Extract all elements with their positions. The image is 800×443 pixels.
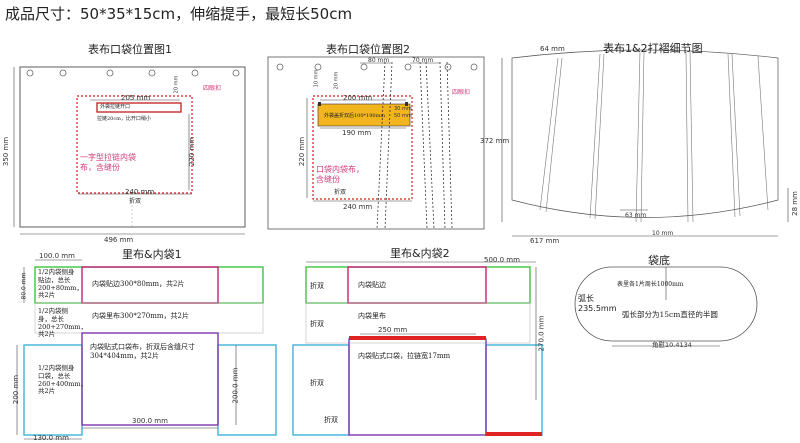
panel2-dim-side-label: 220 mm <box>298 136 307 167</box>
panel5-fold4-label: 折双 <box>324 416 338 424</box>
panel4-cyan-right <box>217 344 277 436</box>
panel2-dim-top-label: 200 mm <box>343 94 373 102</box>
panel2-dim-30-label: 30 mm <box>394 106 412 112</box>
panel4-side3-label: 1/2内袋侧身口袋，总长260+400mm，共2片 <box>38 364 88 396</box>
panel2-dim-yellow-label: 190 mm <box>342 129 372 137</box>
panel3-dim-right-label: 28 mm <box>790 191 799 216</box>
panel1-zip-note: 拉链20cm，比开口稍小 <box>97 116 151 122</box>
panel3-fan <box>511 49 779 218</box>
panel3-dim-63-label: 63 mm <box>625 212 647 219</box>
panel3-pleat-lines <box>539 51 769 223</box>
panel2-yellow-tab-l <box>318 102 321 106</box>
panel5-green-box <box>305 266 531 304</box>
panel2-dim-20-label: 20 mm <box>333 71 340 90</box>
panel5-fold1-label: 折双 <box>310 282 324 290</box>
panel1-fold-label: 折双 <box>129 198 142 205</box>
panel4-side1-label: 1/2内袋侧身贴边，总长200+80mm，共2片 <box>38 268 83 300</box>
panel4-dim-200b-label: 200.0 mm <box>231 367 240 404</box>
panel2-yellow-flap <box>317 103 411 127</box>
panel2-dim-bottom-label: 240 mm <box>343 203 373 211</box>
panel5-title: 里布&内袋2 <box>390 247 450 260</box>
panel6-title: 袋底 <box>648 254 670 267</box>
panel4-green-label: 内袋贴边300*80mm，共2片 <box>92 280 185 288</box>
panel5-mid-label: 内袋里布 <box>358 312 386 320</box>
panel2-dim-50-label: 50 mm <box>394 113 412 119</box>
panel2-holes <box>276 63 478 71</box>
panel1-title: 表布口袋位置图1 <box>88 43 172 56</box>
panel5-dim-270-label: 270.0 mm <box>537 315 546 352</box>
panel4-dim-top-label: 100.0 mm <box>39 252 75 260</box>
panel6-mid-label: 弧长部分为15cm直径的半圆 <box>622 310 718 319</box>
panel1-dim-total-label: 496 mm <box>104 236 134 244</box>
panel5-zip-bar-bottom <box>486 432 542 436</box>
panel1-dim-r-label: 20 mm <box>173 75 180 94</box>
panel2-dim-70-label: 70 mm <box>412 57 434 64</box>
panel1-zip-box <box>96 102 182 113</box>
panel6-arc-label: 弧长235.5mm <box>578 294 617 313</box>
panel4-dim-200-label: 200 mm <box>12 374 21 405</box>
panel1-pocket-dotted <box>76 95 193 194</box>
panel2-pocket-dotted <box>312 95 413 200</box>
panel5-cyan-right <box>485 344 543 436</box>
panel2-yellow-tab-r <box>405 102 408 106</box>
panel1-note: 一字型拉链内袋布，含缝份 <box>80 153 136 173</box>
panel1-outline <box>19 66 246 228</box>
panel3-dim-top-label: 64 mm <box>540 45 565 53</box>
panel2-dim-10-label: 10 mm <box>313 69 320 88</box>
panel2-corner-label: 四眼扣 <box>452 89 471 96</box>
panel6-top-label: 表里各1片周长1000mm <box>617 281 684 288</box>
panel4-dim-h80-label: 80.0 mm <box>20 272 28 300</box>
panel2-dim-80-label: 80 mm <box>368 57 390 64</box>
panel1-dim-top-label: 205 mm <box>121 94 151 102</box>
panel4-side2-label: 1/2内袋侧身，总长200+270mm，共2片 <box>38 307 88 339</box>
panel3-dim-bottom-label: 617 mm <box>530 237 560 245</box>
panel6-bottom-label: 角慰10.4134 <box>652 341 692 349</box>
panel5-green-label: 内袋贴边 <box>358 281 386 289</box>
panel5-zip-bar <box>349 336 486 340</box>
panel4-purple-label: 内袋贴式口袋布，折双后含缝尺寸304*404mm，共2片 <box>90 343 195 360</box>
panel2-outline <box>267 56 485 230</box>
panel5-body <box>305 302 531 344</box>
panel4-title: 里布&内袋1 <box>122 248 182 261</box>
panel2-note: 口袋内袋布，含缝份 <box>316 165 364 185</box>
panel5-purple-label: 内袋贴式口袋，拉链宽17mm <box>358 352 451 360</box>
panel6-stadium <box>574 266 758 342</box>
page-title: 成品尺寸：50*35*15cm，伸缩提手，最短长50cm <box>5 5 353 23</box>
panel4-purple-box <box>81 332 219 426</box>
panel5-dim-top-label: 500.0 mm <box>484 256 520 264</box>
panel1-corner-label: 四眼扣 <box>203 85 222 92</box>
panel1-holes <box>26 69 240 77</box>
panel4-dim-300-label: 300.0 mm <box>132 417 168 425</box>
panel5-dim-250-label: 250 mm <box>378 326 408 334</box>
panel1-zip-box-label: 外袋拉链开口 <box>100 104 131 110</box>
panel2-title: 表布口袋位置图2 <box>326 43 410 56</box>
panel2-yellow-label: 外袋盖折双后100*190mm <box>324 113 386 119</box>
panel1-dim-left-label: 350 mm <box>2 136 11 167</box>
panel1-dim-bottom-label: 240 mm <box>125 188 155 196</box>
panel4-dim-130-label: 130.0 mm <box>33 434 69 442</box>
panel5-fold3-label: 折双 <box>310 379 324 387</box>
panel3-dim-left-label: 372 mm <box>480 137 510 145</box>
panel3-dim-10-label: 10 mm <box>652 230 674 237</box>
panel2-strap-lines <box>376 61 453 230</box>
panel4-mid-label: 内袋里布300*270mm，共2片 <box>92 312 189 320</box>
panel3-title: 表布1&2打褶细节图 <box>603 42 703 55</box>
panel2-fold-label: 折双 <box>334 189 347 196</box>
panel1-dim-inner-label: 220 mm <box>188 136 197 167</box>
panel5-fold2-label: 折双 <box>310 320 324 328</box>
panel5-cyan-left <box>292 344 350 436</box>
